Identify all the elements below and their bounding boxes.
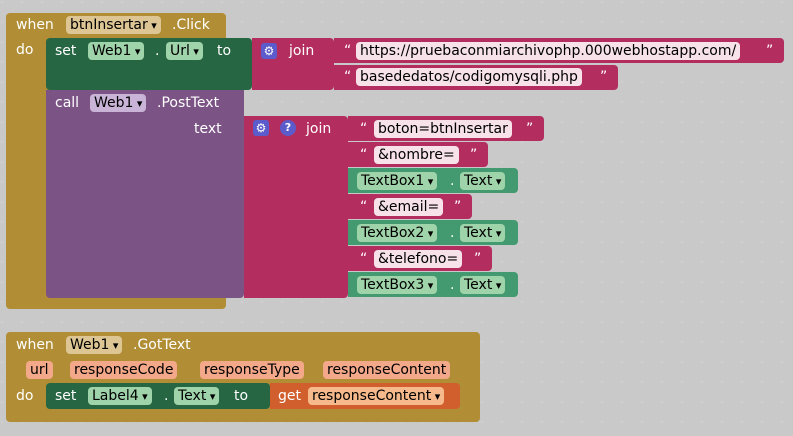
string-url-part2[interactable]: basededatos/codigomysqli.php [356, 68, 582, 86]
call-web1-posttext-block[interactable] [46, 90, 244, 298]
quote-close: ” [474, 251, 482, 267]
setter-property-dropdown-url[interactable]: Url [166, 42, 203, 60]
when-label: when [16, 17, 54, 33]
getter-dot: . [450, 277, 455, 293]
get-label: get [278, 388, 301, 404]
quote-open: “ [344, 69, 352, 85]
component-dropdown-btninsertar[interactable]: btnInsertar [66, 16, 161, 34]
quote-close: ” [526, 121, 534, 137]
quote-open: “ [344, 43, 352, 59]
set-label4-text-block[interactable] [46, 383, 270, 409]
getter-property-dropdown-text[interactable]: Text [460, 172, 506, 190]
getter-property-dropdown-text[interactable]: Text [460, 224, 506, 242]
to-label: to [217, 43, 232, 59]
getter-dot: . [450, 225, 455, 241]
setter-component-dropdown-label4[interactable]: Label4 [88, 387, 152, 405]
call-label: call [55, 95, 80, 111]
when-label: when [16, 337, 54, 353]
event-name-gottext: .GotText [133, 337, 191, 353]
quote-close: ” [766, 43, 774, 59]
do-label: do [16, 388, 34, 404]
param-responsecontent[interactable]: responseContent [323, 361, 451, 379]
getter-component-dropdown-textbox1[interactable]: TextBox1 [357, 172, 438, 190]
quote-open: “ [360, 251, 368, 267]
set-web1-url-block[interactable] [46, 38, 252, 90]
getter-component-dropdown-textbox2[interactable]: TextBox2 [357, 224, 438, 242]
param-responsecode[interactable]: responseCode [70, 361, 178, 379]
string-telefono[interactable]: &telefono= [374, 250, 463, 268]
quote-open: “ [360, 147, 368, 163]
join-label: join [289, 43, 315, 59]
setter-dot: . [155, 43, 160, 59]
help-icon[interactable]: ? [280, 120, 296, 136]
gear-icon[interactable]: ⚙ [261, 43, 277, 59]
to-label: to [234, 388, 249, 404]
param-responsetype[interactable]: responseType [200, 361, 304, 379]
gear-icon[interactable]: ⚙ [253, 120, 269, 136]
quote-open: “ [360, 121, 368, 137]
quote-close: ” [454, 199, 462, 215]
set-label: set [55, 43, 77, 59]
event-name-click: .Click [172, 17, 210, 33]
setter-component-dropdown-web1[interactable]: Web1 [88, 42, 145, 60]
quote-close: ” [600, 69, 608, 85]
text-param-label: text [194, 121, 222, 137]
param-url[interactable]: url [26, 361, 53, 379]
join-label: join [306, 121, 332, 137]
call-method-posttext: .PostText [157, 95, 220, 111]
set-label: set [55, 388, 77, 404]
join-block-posttext[interactable] [244, 116, 348, 298]
setter-property-dropdown-text[interactable]: Text [174, 387, 220, 405]
do-label: do [16, 42, 34, 58]
string-email[interactable]: &email= [374, 198, 444, 216]
component-dropdown-web1[interactable]: Web1 [66, 336, 123, 354]
string-nombre[interactable]: &nombre= [374, 146, 459, 164]
getter-component-dropdown-textbox3[interactable]: TextBox3 [357, 276, 438, 294]
string-boton[interactable]: boton=btnInsertar [374, 120, 512, 138]
call-component-dropdown-web1[interactable]: Web1 [90, 94, 147, 112]
string-url-part1[interactable]: https://pruebaconmiarchivophp.000webhost… [356, 42, 741, 60]
getter-dot: . [450, 173, 455, 189]
getter-property-dropdown-text[interactable]: Text [460, 276, 506, 294]
quote-close: ” [470, 147, 478, 163]
get-variable-dropdown-responsecontent[interactable]: responseContent [308, 387, 445, 405]
setter-dot: . [164, 388, 169, 404]
quote-open: “ [360, 199, 368, 215]
